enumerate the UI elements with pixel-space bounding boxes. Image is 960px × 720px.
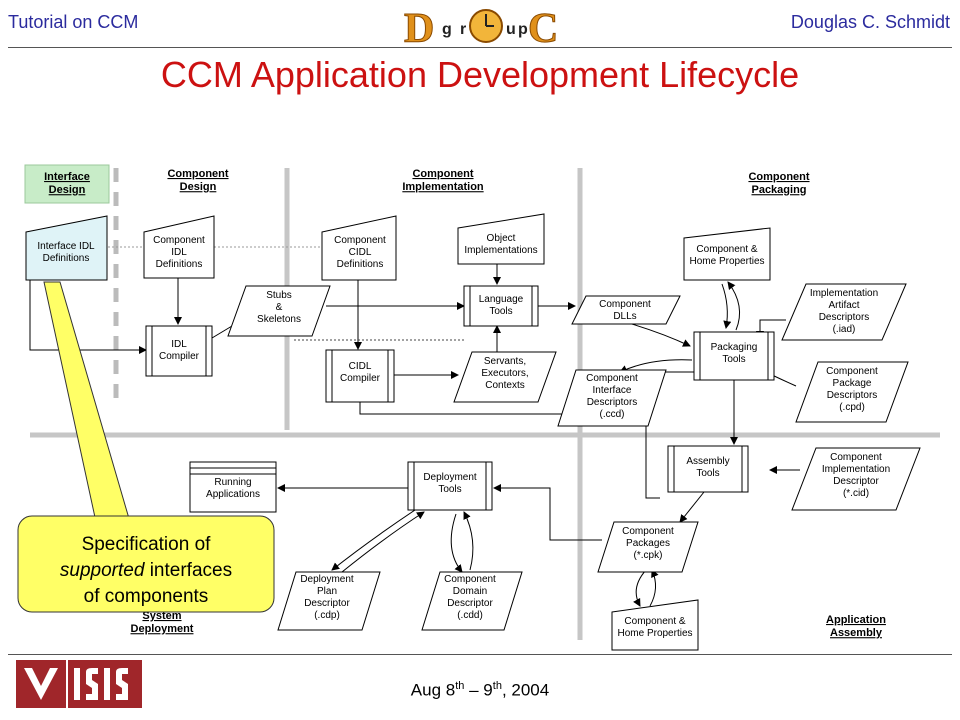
doc-group-logo: D g r u p C [404,6,559,49]
node-component-home-properties-top: Component &Home Properties [683,227,771,281]
header-divider [8,47,952,48]
callout-line-3: of components [84,586,209,607]
svg-text:Component &Home Properties: Component &Home Properties [617,616,692,639]
logo-letter-d: D [404,6,434,48]
page-title: CCM Application Development Lifecycle [160,54,800,95]
interface-design-box [24,164,110,204]
svg-text:Stubs&Skeletons: Stubs&Skeletons [257,290,301,325]
logo-letter-c: C [528,6,558,48]
callout-line-2: supported interfaces [60,560,232,581]
callout-line-1: Specification of [82,534,212,555]
node-component-home-properties-bottom: Component &Home Properties [611,599,699,651]
footer-divider [8,654,952,655]
vanderbilt-isis-logo [16,660,142,708]
node-stubs-skeletons: Stubs&Skeletons [227,285,331,337]
node-servants-executors-contexts: Servants,Executors,Contexts [453,351,557,403]
callout-supported-interfaces: Specification of supported interfaces of… [17,281,275,613]
logo-letter-p: p [518,21,528,38]
header-course-title: Tutorial on CCM [8,12,139,32]
logo-letter-u: u [506,21,516,38]
logo-letter-g: g [442,21,452,38]
svg-text:Component &Home Properties: Component &Home Properties [689,244,764,267]
header-author: Douglas C. Schmidt [790,12,950,32]
footer-date: Aug 8th – 9th, 2004 [410,680,550,700]
logo-letter-r: r [460,21,466,38]
svg-text:Servants,Executors,Contexts: Servants,Executors,Contexts [481,356,528,391]
